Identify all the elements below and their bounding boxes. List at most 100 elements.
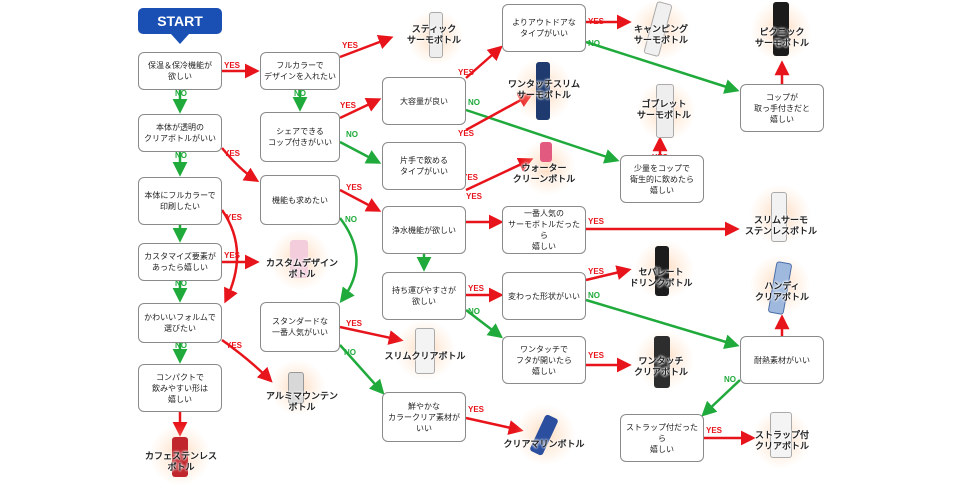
question-18: 変わった形状がいい (502, 272, 586, 320)
no-label: NO (468, 307, 480, 316)
yes-arrow (339, 188, 382, 212)
no-label: NO (175, 279, 187, 288)
yes-label: YES (346, 183, 363, 192)
result-slim-clear: スリムクリアボトル (384, 352, 466, 362)
result-slim-thermo: ワンタッチスリム サーモボトル (507, 80, 580, 101)
no-label: NO (175, 89, 187, 98)
yes-label: YES (458, 68, 475, 77)
yes-arrow (339, 325, 404, 345)
question-17: 一番人気の サーモボトルだったら 嬉しい (502, 206, 586, 254)
yes-arrow (221, 338, 273, 383)
question-23: ストラップ付だったら 嬉しい (620, 414, 704, 462)
result-goblet-thermo: ゴブレット サーモボトル (636, 100, 691, 121)
yes-label: YES (224, 251, 241, 260)
yes-label: YES (588, 217, 605, 226)
no-arrow (465, 309, 503, 339)
slim-clear-bottle-image (415, 328, 435, 374)
question-2: 本体が透明の クリアボトルがいい (138, 114, 222, 152)
no-arrow (585, 298, 740, 349)
no-label: NO (724, 375, 736, 384)
no-label: NO (345, 215, 357, 224)
yes-label: YES (346, 319, 363, 328)
no-arrow (339, 140, 382, 164)
yes-label: YES (224, 149, 241, 158)
question-19: ワンタッチで フタが開いたら 嬉しい (502, 336, 586, 384)
result-handy-clear: ハンディ クリアボトル (754, 282, 809, 303)
cafe-bottle-image (172, 437, 188, 477)
no-arrow (339, 217, 358, 304)
question-5: かわいいフォルムで 選びたい (138, 303, 222, 343)
yes-label: YES (468, 405, 485, 414)
result-cafe-stainless: カフェステンレス ボトル (144, 452, 217, 473)
yes-arrow (220, 209, 239, 304)
no-label: NO (346, 130, 358, 139)
water-clean-bottle-image (540, 142, 552, 162)
custom-bottle-image (290, 240, 308, 278)
result-custom-design: カスタムデザイン ボトル (265, 259, 338, 280)
result-separate-drink: セパレート ドリンクボトル (629, 268, 693, 289)
question-14: 持ち運びやすさが 欲しい (382, 272, 466, 320)
no-label: NO (175, 151, 187, 160)
question-22: 耐熱素材がいい (740, 336, 824, 384)
question-20: 少量をコップで 衛生的に飲めたら 嬉しい (620, 155, 704, 203)
yes-label: YES (706, 426, 723, 435)
aluminium-bottle-image (288, 372, 304, 404)
one-touch-clear-image (654, 336, 670, 388)
yes-label: YES (458, 129, 475, 138)
question-6: コンパクトで 飲みやすい形は 嬉しい (138, 364, 222, 412)
no-arrow (585, 40, 740, 94)
question-3: 本体にフルカラーで 印刷したい (138, 177, 222, 225)
question-13: 浄水機能が欲しい (382, 206, 466, 254)
result-aluminium-mountain: アルミマウンテン ボトル (266, 392, 338, 413)
start-arrow-icon (171, 34, 189, 44)
yes-arrow (465, 157, 534, 192)
picnic-bottle-image (773, 2, 789, 56)
separate-bottle-image (655, 246, 669, 296)
no-label: NO (344, 348, 356, 357)
result-strap-clear: ストラップ付 クリアボトル (754, 431, 809, 452)
result-clear-marine: クリアマリンボトル (503, 440, 585, 450)
yes-label: YES (340, 101, 357, 110)
question-11: 大容量が良い (382, 77, 466, 125)
no-label: NO (175, 341, 187, 350)
result-slim-thermo-stainless: スリムサーモ ステンレスボトル (744, 216, 817, 237)
yes-arrow (339, 34, 394, 59)
yes-arrow (585, 265, 632, 282)
yes-label: YES (588, 351, 605, 360)
question-1: 保温＆保冷機能が 欲しい (138, 52, 222, 90)
yes-label: YES (226, 341, 243, 350)
stick-bottle-image (429, 12, 443, 58)
slim-thermo-stainless-image (771, 192, 787, 242)
goblet-bottle-image (656, 84, 674, 138)
no-label: NO (468, 98, 480, 107)
result-stick-thermo: スティック サーモボトル (406, 25, 461, 46)
yes-label: YES (466, 192, 483, 201)
question-21: コップが 取っ手付きだと 嬉しい (740, 84, 824, 132)
yes-arrow (339, 98, 382, 120)
result-camping-thermo: キャンピング サーモボトル (633, 25, 688, 46)
yes-label: YES (468, 284, 485, 293)
yes-label: YES (226, 213, 243, 222)
strap-clear-image (770, 412, 792, 458)
question-15: 鮮やかな カラークリア素材が いい (382, 392, 466, 442)
question-4: カスタマイズ要素が あったら嬉しい (138, 243, 222, 281)
question-7: フルカラーで デザインを入れたい (260, 52, 340, 90)
slim-thermo-bottle-image (536, 62, 550, 120)
no-arrow (701, 379, 741, 417)
question-9: 機能も求めたい (260, 175, 340, 225)
yes-arrow (465, 416, 524, 435)
result-one-touch-clear: ワンタッチ クリアボトル (633, 357, 688, 378)
no-label: NO (294, 89, 306, 98)
result-picnic-thermo: ピクニック サーモボトル (754, 28, 809, 49)
start-label: START (138, 8, 222, 34)
question-12: 片手で飲める タイプがいい (382, 142, 466, 190)
yes-label: YES (588, 267, 605, 276)
no-arrow (339, 344, 385, 395)
yes-arrow (221, 147, 260, 182)
no-label: NO (588, 39, 600, 48)
no-label: NO (588, 291, 600, 300)
no-arrow (465, 108, 620, 164)
question-10: スタンダードな 一番人気がいい (260, 302, 340, 352)
question-8: シェアできる コップ付きがいい (260, 112, 340, 162)
